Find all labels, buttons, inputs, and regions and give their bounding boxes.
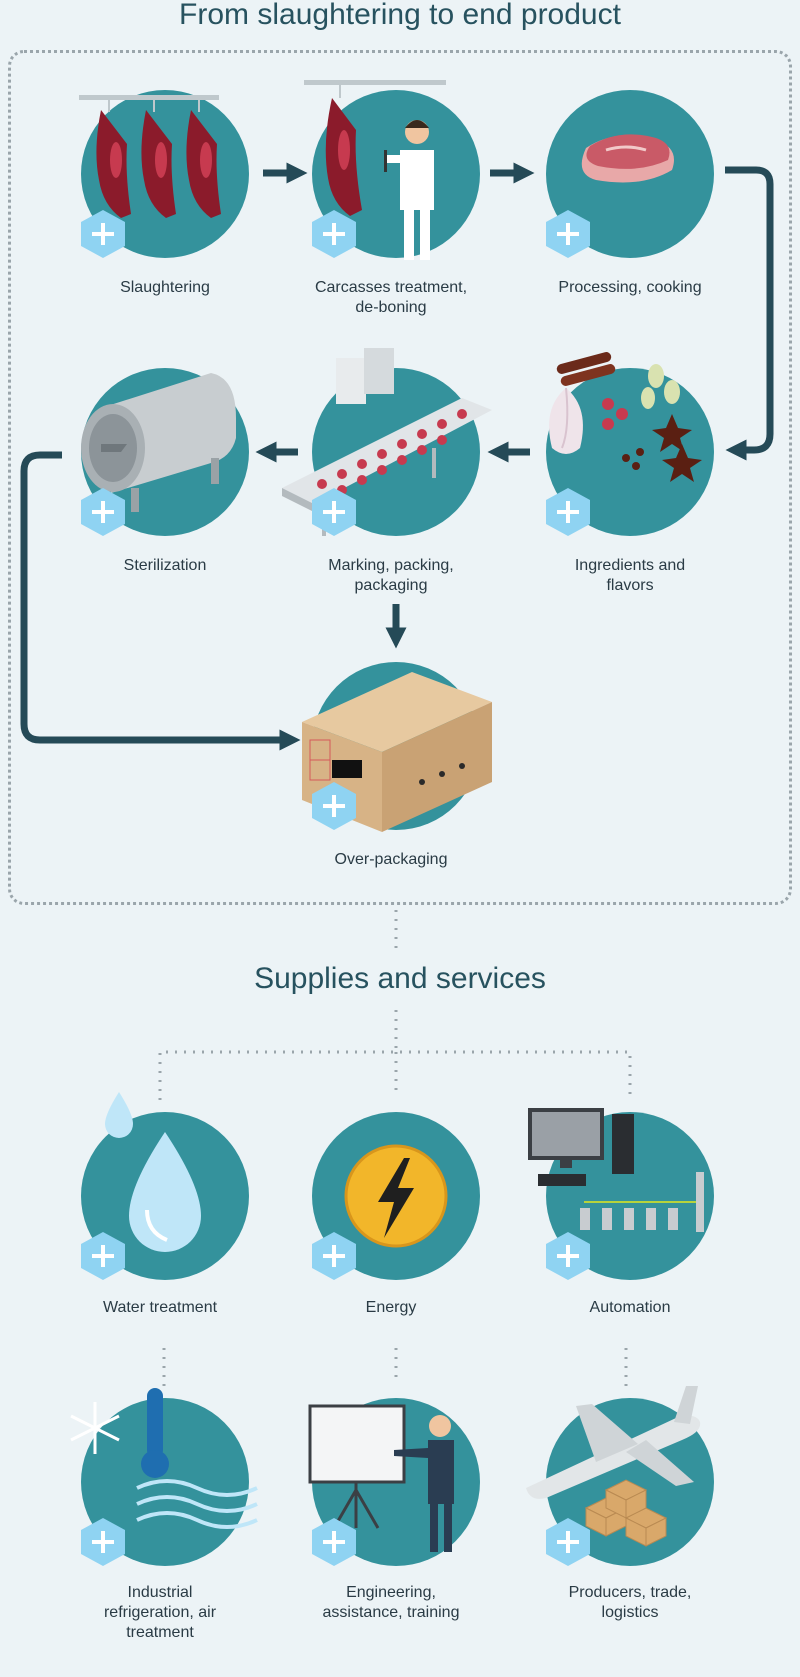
cardboard-box-icon — [302, 672, 492, 832]
steak-icon — [581, 134, 674, 183]
step-processing — [546, 90, 714, 258]
plus-hexagon-icon[interactable] — [308, 208, 360, 260]
presentation-board-icon — [308, 1404, 454, 1552]
step-slaughtering — [79, 90, 249, 258]
label-overpackaging: Over-packaging — [334, 851, 448, 868]
label-processing: Processing, cooking — [558, 279, 702, 296]
plus-hexagon-icon[interactable] — [77, 1516, 129, 1568]
water-drop-icon — [105, 1092, 201, 1252]
plus-hexagon-icon[interactable] — [308, 1230, 360, 1282]
label-sterilization: Sterilization — [123, 557, 207, 574]
service-energy — [312, 1112, 480, 1280]
service-water — [81, 1092, 249, 1280]
label-engineering: Engineering, assistance, training — [322, 1584, 460, 1621]
plus-hexagon-icon[interactable] — [77, 1230, 129, 1282]
step-sterilization — [81, 368, 249, 536]
autoclave-icon — [81, 373, 236, 512]
snowflake-thermometer-icon — [70, 1388, 258, 1529]
plus-hexagon-icon[interactable] — [542, 1230, 594, 1282]
arrow-slaughter-to-carcass — [20, 162, 774, 751]
step-overpackaging — [302, 662, 492, 832]
process-frame — [8, 50, 792, 905]
service-engineering — [308, 1398, 480, 1566]
label-refrigeration: Industrial refrigeration, air treatment — [103, 1584, 217, 1641]
plus-hexagon-icon[interactable] — [77, 486, 129, 538]
plus-hexagon-icon[interactable] — [308, 486, 360, 538]
label-slaughtering: Slaughtering — [120, 279, 210, 296]
spices-icon — [549, 352, 702, 482]
label-marking: Marking, packing, packaging — [328, 557, 454, 594]
service-automation — [528, 1108, 714, 1280]
plus-hexagon-icon[interactable] — [308, 780, 360, 832]
lightning-icon — [344, 1144, 448, 1248]
supplies-title: Supplies and services — [254, 962, 546, 995]
plus-hexagon-icon[interactable] — [77, 208, 129, 260]
label-water: Water treatment — [102, 1299, 218, 1316]
airplane-boxes-icon — [526, 1386, 701, 1547]
plus-hexagon-icon[interactable] — [542, 1516, 594, 1568]
plus-hexagon-icon[interactable] — [542, 486, 594, 538]
hanging-carcasses-icon — [79, 95, 221, 218]
step-ingredients — [546, 352, 714, 536]
service-producers — [526, 1386, 714, 1566]
plus-hexagon-icon[interactable] — [542, 208, 594, 260]
plus-hexagon-icon[interactable] — [308, 1516, 360, 1568]
label-ingredients: Ingredients and flavors — [574, 557, 686, 594]
butcher-icon — [304, 80, 446, 260]
step-carcasses — [304, 80, 480, 260]
label-automation: Automation — [589, 1299, 671, 1316]
step-marking — [282, 348, 492, 536]
conveyor-cans-icon — [282, 348, 492, 536]
label-producers: Producers, trade, logistics — [568, 1584, 692, 1621]
process-title: From slaughtering to end product — [179, 0, 621, 31]
label-carcasses: Carcasses treatment, de-boning — [314, 279, 468, 316]
computer-plc-icon — [528, 1108, 704, 1232]
label-energy: Energy — [365, 1299, 417, 1316]
service-refrigeration — [70, 1388, 258, 1566]
